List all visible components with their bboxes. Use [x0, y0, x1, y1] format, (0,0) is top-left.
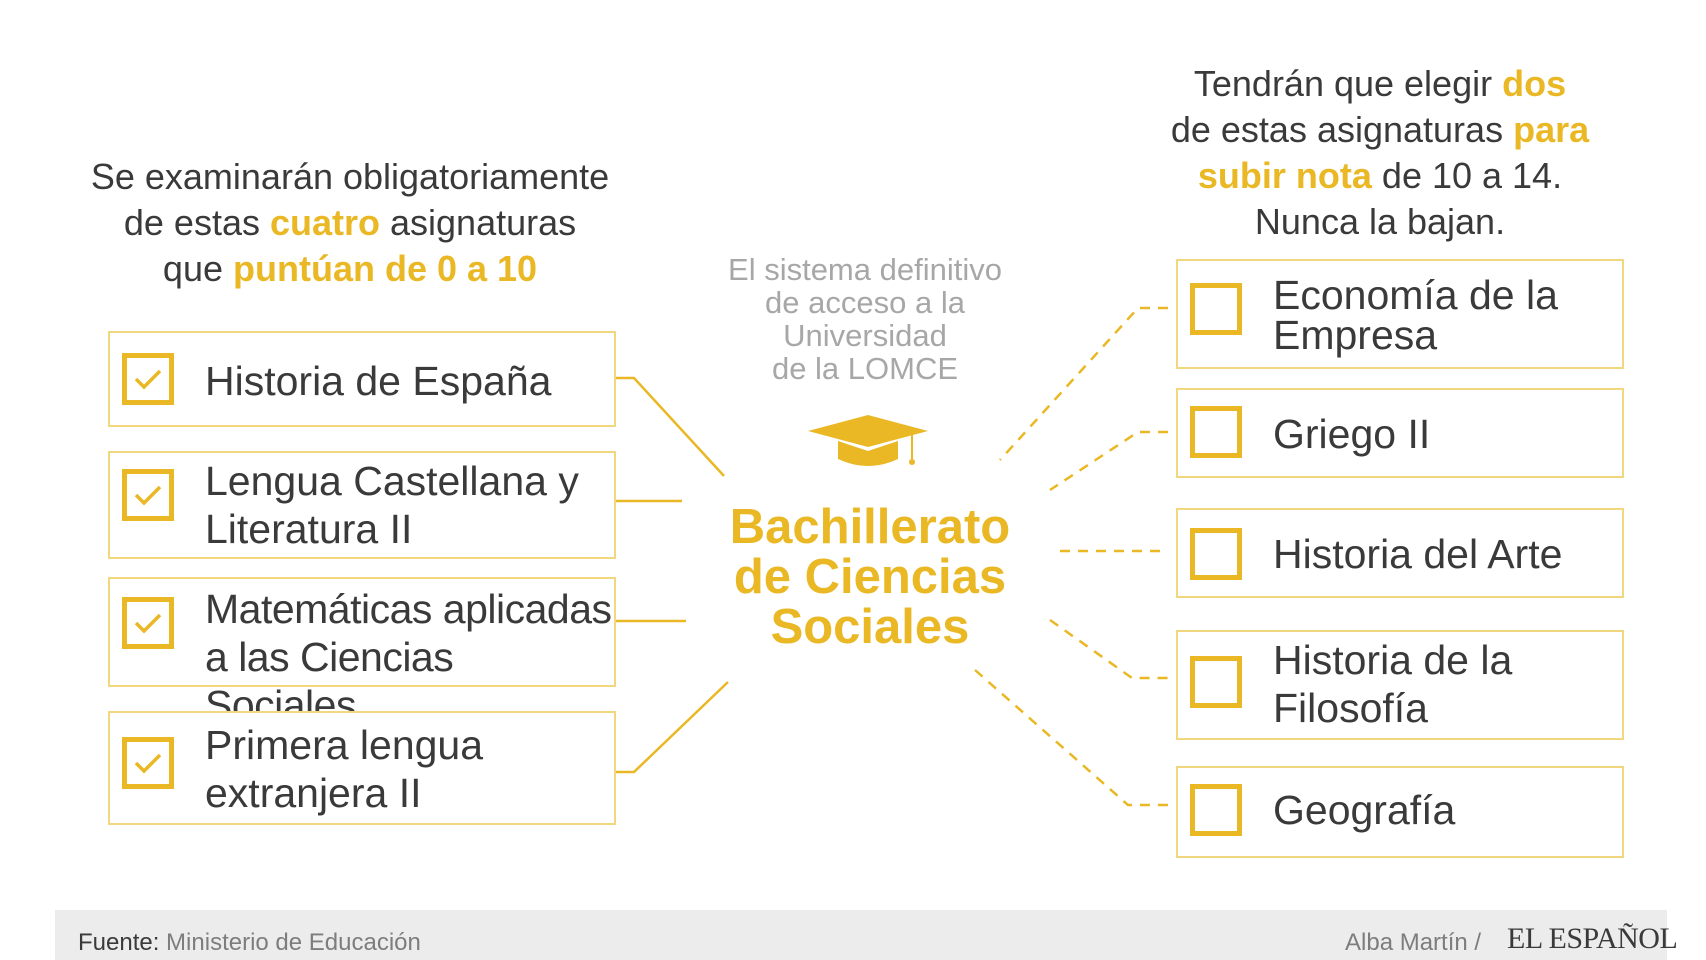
source-label: Fuente:: [78, 929, 160, 956]
mandatory-heading: Se examinarán obligatoriamente de estas …: [40, 154, 660, 292]
connector-dashed-line: [1049, 430, 1168, 492]
subject-label-line: extranjera II: [205, 770, 422, 816]
graduation-cap-icon: [808, 415, 928, 466]
subject-label: Historia de España: [205, 358, 552, 404]
checkbox-checked[interactable]: [122, 469, 174, 521]
mandatory-subject-box: Primera lengua extranjera II: [108, 711, 616, 825]
subject-label: Lengua Castellana y Literatura II: [205, 457, 579, 553]
check-icon: [134, 369, 162, 390]
heading-text: Se examinarán obligatoriamente: [90, 156, 610, 197]
subject-label: Griego II: [1273, 411, 1431, 457]
heading-highlight: puntúan de 0 a 10: [233, 248, 538, 289]
checkbox-checked[interactable]: [122, 597, 174, 649]
heading-text: de estas asignaturas: [1170, 109, 1514, 150]
mandatory-subject-box: Matemáticas aplicadas a las Ciencias Soc…: [108, 577, 616, 728]
center-subtitle: El sistema definitivo de acceso a la Uni…: [690, 253, 1040, 385]
checkbox-unchecked[interactable]: [1190, 406, 1242, 458]
subject-label-line: Literatura II: [205, 506, 413, 552]
heading-highlight: para: [1513, 109, 1590, 150]
title-line: Bachillerato: [729, 500, 1011, 554]
subject-label-line: Economía de la: [1273, 272, 1558, 318]
optional-subject-box: Historia del Arte: [1176, 508, 1624, 598]
check-icon: [134, 753, 162, 774]
heading-highlight: cuatro: [269, 202, 380, 243]
footer-source: Fuente: Ministerio de Educación: [78, 929, 421, 957]
connector-dashed-line: [999, 306, 1168, 461]
subject-label-line: Lengua Castellana y: [205, 458, 579, 504]
check-icon: [134, 485, 162, 506]
brand-logo: EL ESPAÑOL: [1507, 922, 1678, 955]
checkbox-checked[interactable]: [122, 737, 174, 789]
subject-label-line: Primera lengua: [205, 722, 484, 768]
title-line: de Ciencias: [733, 550, 1007, 604]
heading-highlight: dos: [1502, 63, 1567, 104]
subtitle-line: Universidad: [783, 318, 947, 353]
optional-subject-box: Historia de la Filosofía: [1176, 630, 1624, 740]
source-value: Ministerio de Educación: [159, 929, 421, 956]
heading-text: Nunca la bajan.: [1254, 201, 1506, 242]
subject-label: Matemáticas aplicadas a las Ciencias Soc…: [205, 585, 614, 729]
checkbox-checked[interactable]: [122, 353, 174, 405]
subject-label-line: Matemáticas aplicadas: [205, 586, 612, 632]
connector-line: [616, 681, 729, 774]
optional-subject-box: Griego II: [1176, 388, 1624, 478]
connector-dashed-line: [1049, 618, 1168, 680]
mandatory-subject-box: Lengua Castellana y Literatura II: [108, 451, 616, 559]
optional-subject-box: Economía de la Empresa: [1176, 259, 1624, 369]
subject-label: Historia de la Filosofía: [1273, 636, 1512, 732]
footer-bar: [55, 910, 1667, 960]
checkbox-unchecked[interactable]: [1190, 656, 1242, 708]
checkbox-unchecked[interactable]: [1190, 283, 1242, 335]
subtitle-line: de acceso a la: [765, 285, 965, 320]
subject-label: Geografía: [1273, 787, 1456, 833]
subtitle-line: El sistema definitivo: [728, 252, 1002, 287]
heading-text: asignaturas: [380, 202, 577, 243]
subject-label-line: Filosofía: [1273, 685, 1428, 731]
connector-dashed-line: [974, 669, 1168, 807]
subtitle-line: de la LOMCE: [771, 351, 959, 386]
heading-text: Tendrán que elegir: [1193, 63, 1503, 104]
check-icon: [134, 613, 162, 634]
subject-label-line: Empresa: [1273, 312, 1438, 358]
heading-text: de estas: [123, 202, 270, 243]
optional-heading: Tendrán que elegir dos de estas asignatu…: [1130, 61, 1630, 245]
footer-author: Alba Martín /: [1345, 929, 1482, 956]
subject-label-line: Historia de la: [1273, 637, 1513, 683]
connector-line: [616, 376, 725, 477]
mandatory-subject-box: Historia de España: [108, 331, 616, 427]
subject-label: Primera lengua extranjera II: [205, 721, 483, 817]
heading-text: que: [162, 248, 233, 289]
heading-text: de 10 a 14.: [1371, 155, 1563, 196]
checkbox-unchecked[interactable]: [1190, 528, 1242, 580]
checkbox-unchecked[interactable]: [1190, 784, 1242, 836]
subject-label: Historia del Arte: [1273, 531, 1563, 577]
title-line: Sociales: [770, 600, 970, 654]
heading-highlight: subir nota: [1197, 155, 1372, 196]
optional-subject-box: Geografía: [1176, 766, 1624, 858]
center-title: Bachillerato de Ciencias Sociales: [680, 502, 1060, 652]
subject-label: Economía de la Empresa: [1273, 272, 1558, 358]
